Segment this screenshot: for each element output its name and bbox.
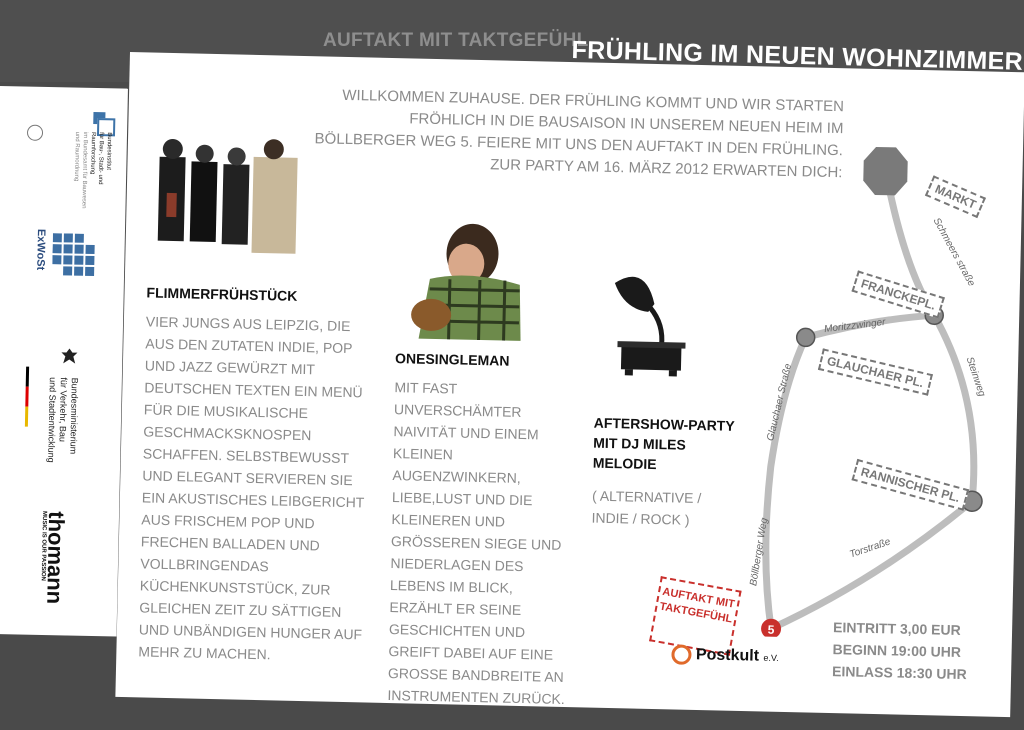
- info-einlass: EINLASS 18:30 UHR: [831, 663, 967, 683]
- band-photo: [147, 132, 305, 267]
- gramophone-icon: [603, 263, 696, 385]
- destination-marker-label: 5: [768, 623, 775, 637]
- guitarist-photo: [409, 218, 528, 343]
- flyer-card: WILLKOMMEN ZUHAUSE. DER FRÜHLING KOMMT U…: [115, 52, 1024, 718]
- eagle-icon: [60, 347, 78, 365]
- act-text-flimmerfruehstueck: VIER JUNGS AUS LEIPZIG, DIE AUS DEN ZUTA…: [138, 313, 365, 663]
- road-moritzzwinger: [802, 311, 938, 341]
- destination-marker: [761, 618, 782, 639]
- exwost-grid-icon: [52, 233, 101, 282]
- auftakt-stamp: AUFTAKT MIT TAKTGEFÜHL: [649, 576, 742, 656]
- sponsor-panel: Bundesinstitut für Bau-, Stadt- und Raum…: [0, 86, 128, 637]
- ministry-text: Bundesministerium für Verkehr, Bau und S…: [46, 377, 80, 463]
- postkult-logo: Postkult e.V.: [671, 644, 779, 666]
- bbsr-logo: [26, 124, 44, 141]
- postkult-swirl-icon: [671, 644, 692, 665]
- act-genre-aftershow: ( ALTERNATIVE / INDIE / ROCK ): [591, 487, 702, 528]
- band-subtitle: AUFTAKT MIT TAKTGEFÜHL: [323, 30, 589, 51]
- bbsr-text: Bundesinstitut für Bau-, Stadt- und Raum…: [73, 131, 113, 209]
- road-glauchaer: [762, 333, 810, 633]
- act-text-onesingleman: MIT FAST UNVERSCHÄMTER NAIVITÄT UND EINE…: [387, 379, 565, 708]
- exwost-label: ExWoSt: [34, 228, 48, 271]
- markt-octagon: [863, 146, 908, 196]
- node-glauchaer: [795, 327, 816, 348]
- act-title-onesingleman: ONESINGLEMAN: [394, 350, 510, 369]
- info-beginn: BEGINN 19:00 UHR: [832, 641, 962, 661]
- road-torstrasse: [767, 497, 976, 633]
- event-info: EINTRITT 3,00 EUR BEGINN 19:00 UHR EINLA…: [832, 616, 968, 685]
- flag-stripe: [24, 366, 30, 427]
- info-eintritt: EINTRITT 3,00 EUR: [832, 619, 961, 638]
- road-steinweg: [930, 311, 978, 505]
- act-title-aftershow: AFTERSHOW-PARTY MIT DJ MILES MELODIE: [592, 414, 735, 473]
- act-title-flimmerfruehstueck: FLIMMERFRÜHSTÜCK: [146, 284, 298, 304]
